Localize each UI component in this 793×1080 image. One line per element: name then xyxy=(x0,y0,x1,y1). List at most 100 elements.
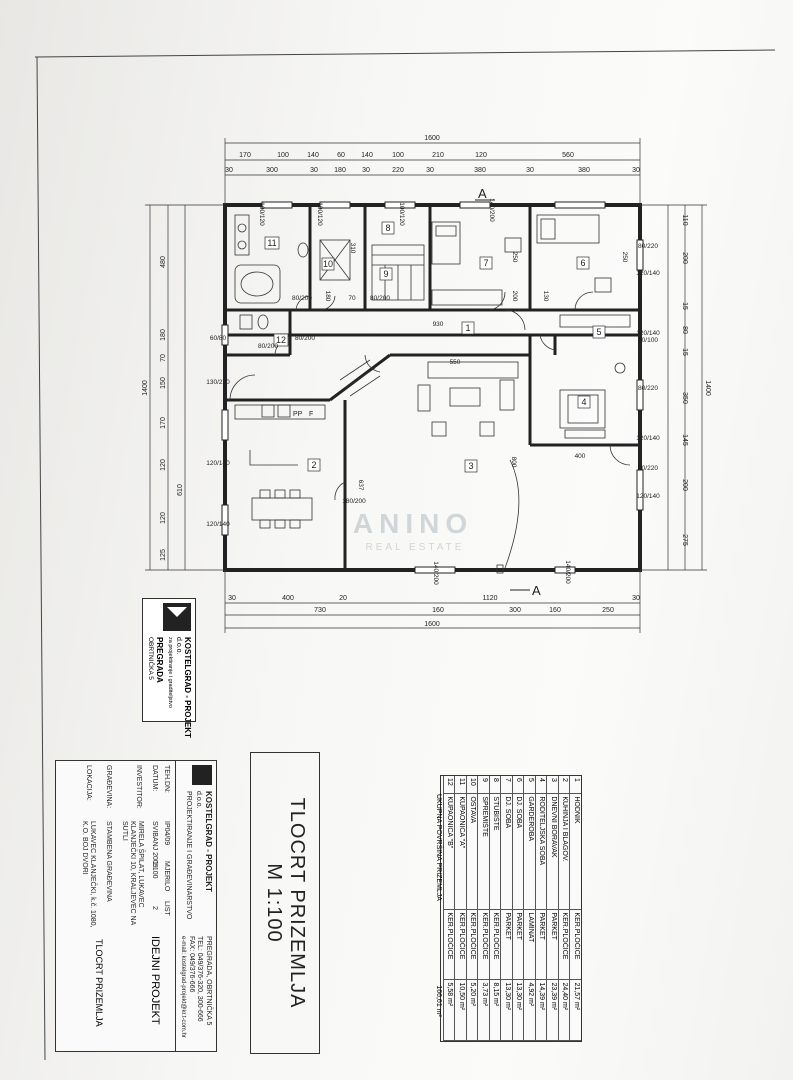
dimension-label: 15 xyxy=(681,348,688,356)
room-number: 10 xyxy=(323,259,333,269)
bottom-dimension-lines xyxy=(224,570,641,633)
opening-label: 180/200 xyxy=(342,498,366,505)
company-logo xyxy=(192,765,212,785)
dimension-label: 170 xyxy=(160,417,167,429)
dimension-label: 160 xyxy=(549,607,561,614)
company-stamp: KOSTELGRAD - PROJEKT d.o.o. za projektir… xyxy=(142,598,196,738)
dimension-label: 480 xyxy=(160,256,167,268)
area-row-floor: KER.PLOČICE xyxy=(478,910,489,981)
legend-city: PREGRADA, OBRTNIČKA 5 xyxy=(205,936,212,1026)
area-row-area: 4,92 m² xyxy=(524,980,535,1041)
opening-label: 80/220 xyxy=(638,243,658,250)
opening-label: 120/140 xyxy=(636,330,660,337)
dimension-label: 145 xyxy=(681,434,688,446)
opening-label: 120/140 xyxy=(636,493,660,500)
dimension-label: 350 xyxy=(681,392,688,404)
dimension-label: 800 xyxy=(510,457,517,468)
area-row-number: 8 xyxy=(490,776,501,795)
opening-label: 140/200 xyxy=(564,560,571,584)
area-row-room: STUBIŠTE xyxy=(490,794,501,911)
legend-company: KOSTELGRAD - PROJEKT xyxy=(204,791,213,892)
stamp-street: OBRTNIČKA 5 xyxy=(147,637,154,680)
area-row-number: 5 xyxy=(524,776,535,795)
dimension-label: 1400 xyxy=(142,380,149,396)
dimension-label: 150 xyxy=(160,377,167,389)
area-row-room: DNEVNI BORAVAK xyxy=(547,794,558,911)
dimension-label: 60 xyxy=(337,152,345,159)
opening-label: 80/220 xyxy=(638,385,658,392)
dimension-label: 220 xyxy=(392,167,404,174)
right-dimension-lines xyxy=(640,204,707,571)
opening-label: 80/220 xyxy=(638,465,658,472)
watermark-text: ANINO xyxy=(352,508,474,539)
room-number: 5 xyxy=(596,327,601,337)
drawing-title: TLOCRT PRIZEMLJA xyxy=(286,797,308,1009)
dimension-label: 30 xyxy=(632,167,640,174)
legend-row-key: TEH.DN: xyxy=(163,765,170,793)
area-row-floor: KER.PLOČICE xyxy=(490,910,501,981)
dimension-label: 15 xyxy=(681,302,688,310)
project-type: IDEJNI PROJEKT xyxy=(149,936,161,1025)
legend-description: PROJEKTIRANJE I GRAĐEVINARSTVO xyxy=(185,791,192,920)
area-row-floor: KER.PLOČICE xyxy=(455,910,466,981)
drawing-scale: M 1:100 xyxy=(263,863,285,943)
area-row-area: 24,40 m² xyxy=(559,980,570,1041)
opening-label: 80/100 xyxy=(638,337,658,344)
dimension-label: 1600 xyxy=(424,135,440,142)
area-row-number: 1 xyxy=(570,776,581,795)
dimension-label: 180 xyxy=(324,291,331,302)
dimension-label: 30 xyxy=(362,167,370,174)
dimension-label: 310 xyxy=(349,243,356,254)
watermark-subtext: REAL ESTATE xyxy=(365,542,465,553)
opening-label: 70 xyxy=(348,295,356,302)
area-row-room: GARDEROBA xyxy=(524,794,535,911)
sheet-number: 2 xyxy=(151,906,158,910)
dimension-label: 70 xyxy=(160,354,167,362)
dimension-label: 160 xyxy=(432,607,444,614)
opening-label: 120/140 xyxy=(206,460,230,467)
section-marker: A xyxy=(478,186,487,201)
area-row-area: 13,30 m² xyxy=(501,980,512,1041)
area-row-area: 14,39 m² xyxy=(536,980,547,1041)
scale-value: 1:100 xyxy=(151,861,158,879)
room-number: 1 xyxy=(465,323,470,333)
legend-row-value: IP04/09 xyxy=(163,821,170,846)
area-row-area: 3,73 m² xyxy=(478,980,489,1041)
legend-tel: TEL: 049/376-320, 300-666 xyxy=(196,936,203,1022)
dimension-label: 140 xyxy=(361,152,373,159)
legend-row-key: INVESTITOR: xyxy=(135,765,142,809)
interior-walls xyxy=(225,205,640,570)
opening-label: 130/220 xyxy=(206,379,230,386)
opening-label: 80/200 xyxy=(370,295,390,302)
opening-label: 140/200 xyxy=(488,198,495,222)
dimension-label: 200 xyxy=(681,479,688,491)
stamp-description: za projektiranje i graditeljstvo xyxy=(167,637,173,708)
dimension-label: 170 xyxy=(239,152,251,159)
dimension-label: 110 xyxy=(681,214,688,225)
area-row-room: DJ. SOBA xyxy=(501,794,512,911)
area-row-area: 21,57 m² xyxy=(570,980,581,1041)
dimension-label: 130 xyxy=(542,291,549,302)
dimension-label: 550 xyxy=(450,359,461,366)
area-row-floor: KER.PLOČICE xyxy=(570,910,581,981)
top-dimension-lines xyxy=(224,138,641,205)
dimension-label: 140 xyxy=(307,152,319,159)
dimension-label: 610 xyxy=(177,484,184,496)
dimension-label: 637 xyxy=(357,480,364,491)
stamp-form: d.o.o. xyxy=(175,637,182,655)
legend-row-value: LUKAVEC KLANJEČKI, k.č. 1080, K.O. BOJ D… xyxy=(81,821,96,928)
room-number-labels: 11 2 3 4 5 6 7 8 9 10 1 12 xyxy=(264,221,606,473)
area-row-room: OSTAVA xyxy=(467,794,478,911)
opening-label: 80/200 xyxy=(292,295,312,302)
area-row-number: 7 xyxy=(501,776,512,795)
dimension-label: 400 xyxy=(575,453,586,460)
opening-label: 80/200 xyxy=(258,343,278,350)
